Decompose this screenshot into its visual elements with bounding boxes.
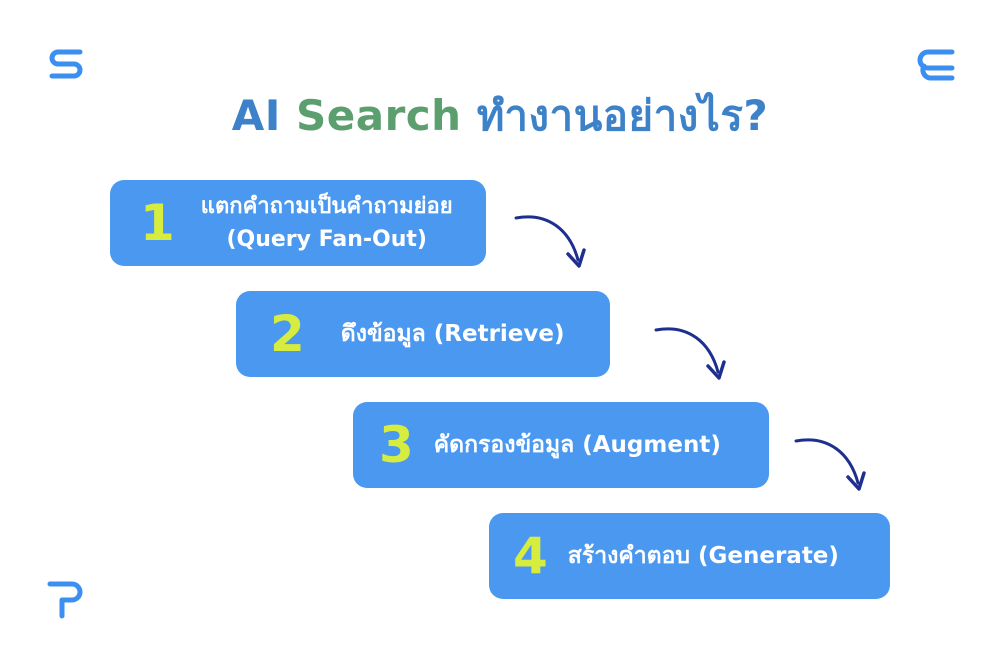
curved-arrow-icon: [794, 438, 866, 491]
step-1-label-line1: แตกคำถามเป็นคำถามย่อย: [200, 194, 453, 219]
step-4-number: 4: [513, 527, 548, 585]
step-3-label: คัดกรองข้อมูล (Augment): [433, 431, 721, 458]
step-1-label: แตกคำถามเป็นคำถามย่อย (Query Fan-Out): [201, 190, 453, 256]
step-2-number: 2: [270, 305, 305, 363]
step-3-number: 3: [379, 416, 414, 474]
step-4-box: 4 สร้างคำตอบ (Generate): [489, 513, 890, 599]
title-ai: AI: [231, 91, 281, 140]
title-question: ทำงานอย่างไร?: [476, 91, 769, 140]
logo-s-icon: [49, 49, 83, 79]
curved-arrow-icon: [654, 327, 726, 380]
logo-e-icon: [917, 49, 955, 81]
page-title: AI Search ทำงานอย่างไร?: [0, 86, 1000, 146]
step-1-box: 1 แตกคำถามเป็นคำถามย่อย (Query Fan-Out): [110, 180, 486, 266]
curved-arrow-icon: [514, 215, 586, 268]
step-3-box: 3 คัดกรองข้อมูล (Augment): [353, 402, 769, 488]
step-2-box: 2 ดึงข้อมูล (Retrieve): [236, 291, 610, 377]
logo-p-icon: [47, 581, 83, 619]
step-4-label: สร้างคำตอบ (Generate): [567, 542, 839, 569]
step-1-number: 1: [140, 194, 175, 252]
title-search: Search: [296, 91, 462, 140]
step-1-label-line2: (Query Fan-Out): [226, 227, 427, 252]
step-2-label: ดึงข้อมูล (Retrieve): [340, 320, 565, 347]
